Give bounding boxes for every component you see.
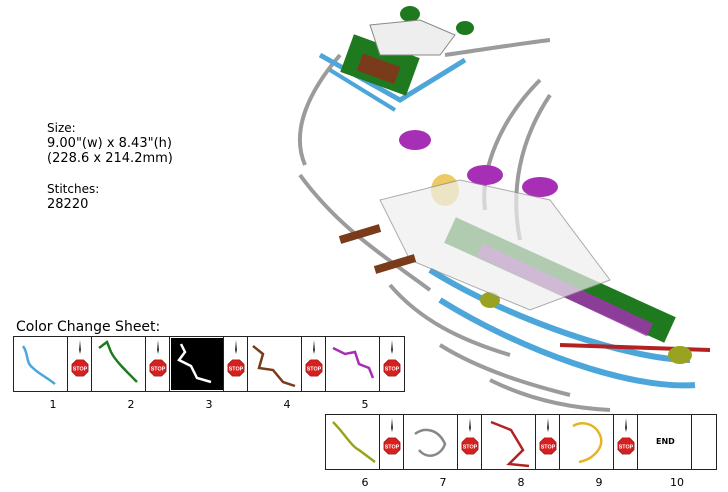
stop-text: STOP <box>463 444 478 450</box>
color-swatch-9: STOP <box>559 414 639 470</box>
small-sled <box>318 6 474 112</box>
swatch-number: 9 <box>595 476 603 489</box>
stop-text: STOP <box>385 444 400 450</box>
needle-icon <box>235 340 237 354</box>
stop-text: STOP <box>229 366 244 372</box>
stop-text: STOP <box>541 444 556 450</box>
color-swatch-6: STOP <box>325 414 405 470</box>
swatch-number: 6 <box>361 476 369 489</box>
swatch-number: 4 <box>283 398 291 411</box>
swatch-side-panel: STOP <box>457 415 482 469</box>
color-swatch-8: STOP <box>481 414 561 470</box>
stop-sign-icon: STOP <box>71 359 89 377</box>
stitch-path-preview <box>561 416 613 468</box>
swatch-side-panel: STOP <box>379 415 404 469</box>
stop-sign-icon: STOP <box>383 359 401 377</box>
swatch-number: 10 <box>670 476 684 489</box>
swatch-number: 2 <box>127 398 135 411</box>
color-swatch-5: STOP <box>325 336 405 392</box>
stitches-value: 28220 <box>47 197 89 212</box>
swatch-side-panel: STOP <box>613 415 638 469</box>
stitch-path-preview <box>15 338 67 390</box>
swatch-side-panel: STOP <box>301 337 326 391</box>
swatch-side-panel: STOP <box>379 337 404 391</box>
swatch-number: 1 <box>49 398 57 411</box>
bobsled-embroidery-artwork <box>297 6 711 412</box>
stop-sign-icon: STOP <box>149 359 167 377</box>
swatch-number: 7 <box>439 476 447 489</box>
stop-sign-icon: STOP <box>461 437 479 455</box>
stitch-path-preview <box>171 338 223 390</box>
swatch-number: 3 <box>205 398 213 411</box>
stitch-path-preview <box>327 416 379 468</box>
swatch-side-panel <box>691 415 716 469</box>
stop-text: STOP <box>151 366 166 372</box>
color-swatch-1: STOP <box>13 336 93 392</box>
swatch-side-panel: STOP <box>67 337 92 391</box>
color-swatch-2: STOP <box>91 336 171 392</box>
needle-icon <box>391 418 393 432</box>
swatch-number: 8 <box>517 476 525 489</box>
stitch-path-preview <box>249 338 301 390</box>
swatch-side-panel: STOP <box>535 415 560 469</box>
stitch-path-preview <box>405 416 457 468</box>
needle-icon <box>547 418 549 432</box>
large-sled <box>338 130 711 389</box>
needle-icon <box>157 340 159 354</box>
size-mm: (228.6 x 214.2mm) <box>47 151 173 166</box>
stop-sign-icon: STOP <box>305 359 323 377</box>
needle-icon <box>469 418 471 432</box>
size-inches: 9.00"(w) x 8.43"(h) <box>47 136 172 151</box>
needle-icon <box>79 340 81 354</box>
stop-sign-icon: STOP <box>383 437 401 455</box>
stop-text: STOP <box>73 366 88 372</box>
stop-text: STOP <box>385 366 400 372</box>
color-change-sheet-title: Color Change Sheet: <box>16 319 161 335</box>
needle-icon <box>313 340 315 354</box>
stop-sign-icon: STOP <box>227 359 245 377</box>
swatch-side-panel: STOP <box>223 337 248 391</box>
needle-icon <box>625 418 627 432</box>
color-swatch-10: END <box>637 414 717 470</box>
color-swatch-3: STOP <box>169 336 249 392</box>
stitches-label: Stitches: <box>47 182 100 196</box>
stop-sign-icon: STOP <box>617 437 635 455</box>
design-info: Size: 9.00"(w) x 8.43"(h) (228.6 x 214.2… <box>47 121 173 212</box>
end-label: END <box>656 437 675 446</box>
swatch-side-panel: STOP <box>145 337 170 391</box>
stop-text: STOP <box>619 444 634 450</box>
stop-text: STOP <box>307 366 322 372</box>
color-swatch-4: STOP <box>247 336 327 392</box>
swatch-number: 5 <box>361 398 369 411</box>
stop-sign-icon: STOP <box>539 437 557 455</box>
stitch-path-preview <box>327 338 379 390</box>
stitch-path-preview <box>93 338 145 390</box>
size-label: Size: <box>47 121 76 135</box>
stitch-path-preview <box>483 416 535 468</box>
needle-icon <box>391 340 393 354</box>
color-swatch-7: STOP <box>403 414 483 470</box>
